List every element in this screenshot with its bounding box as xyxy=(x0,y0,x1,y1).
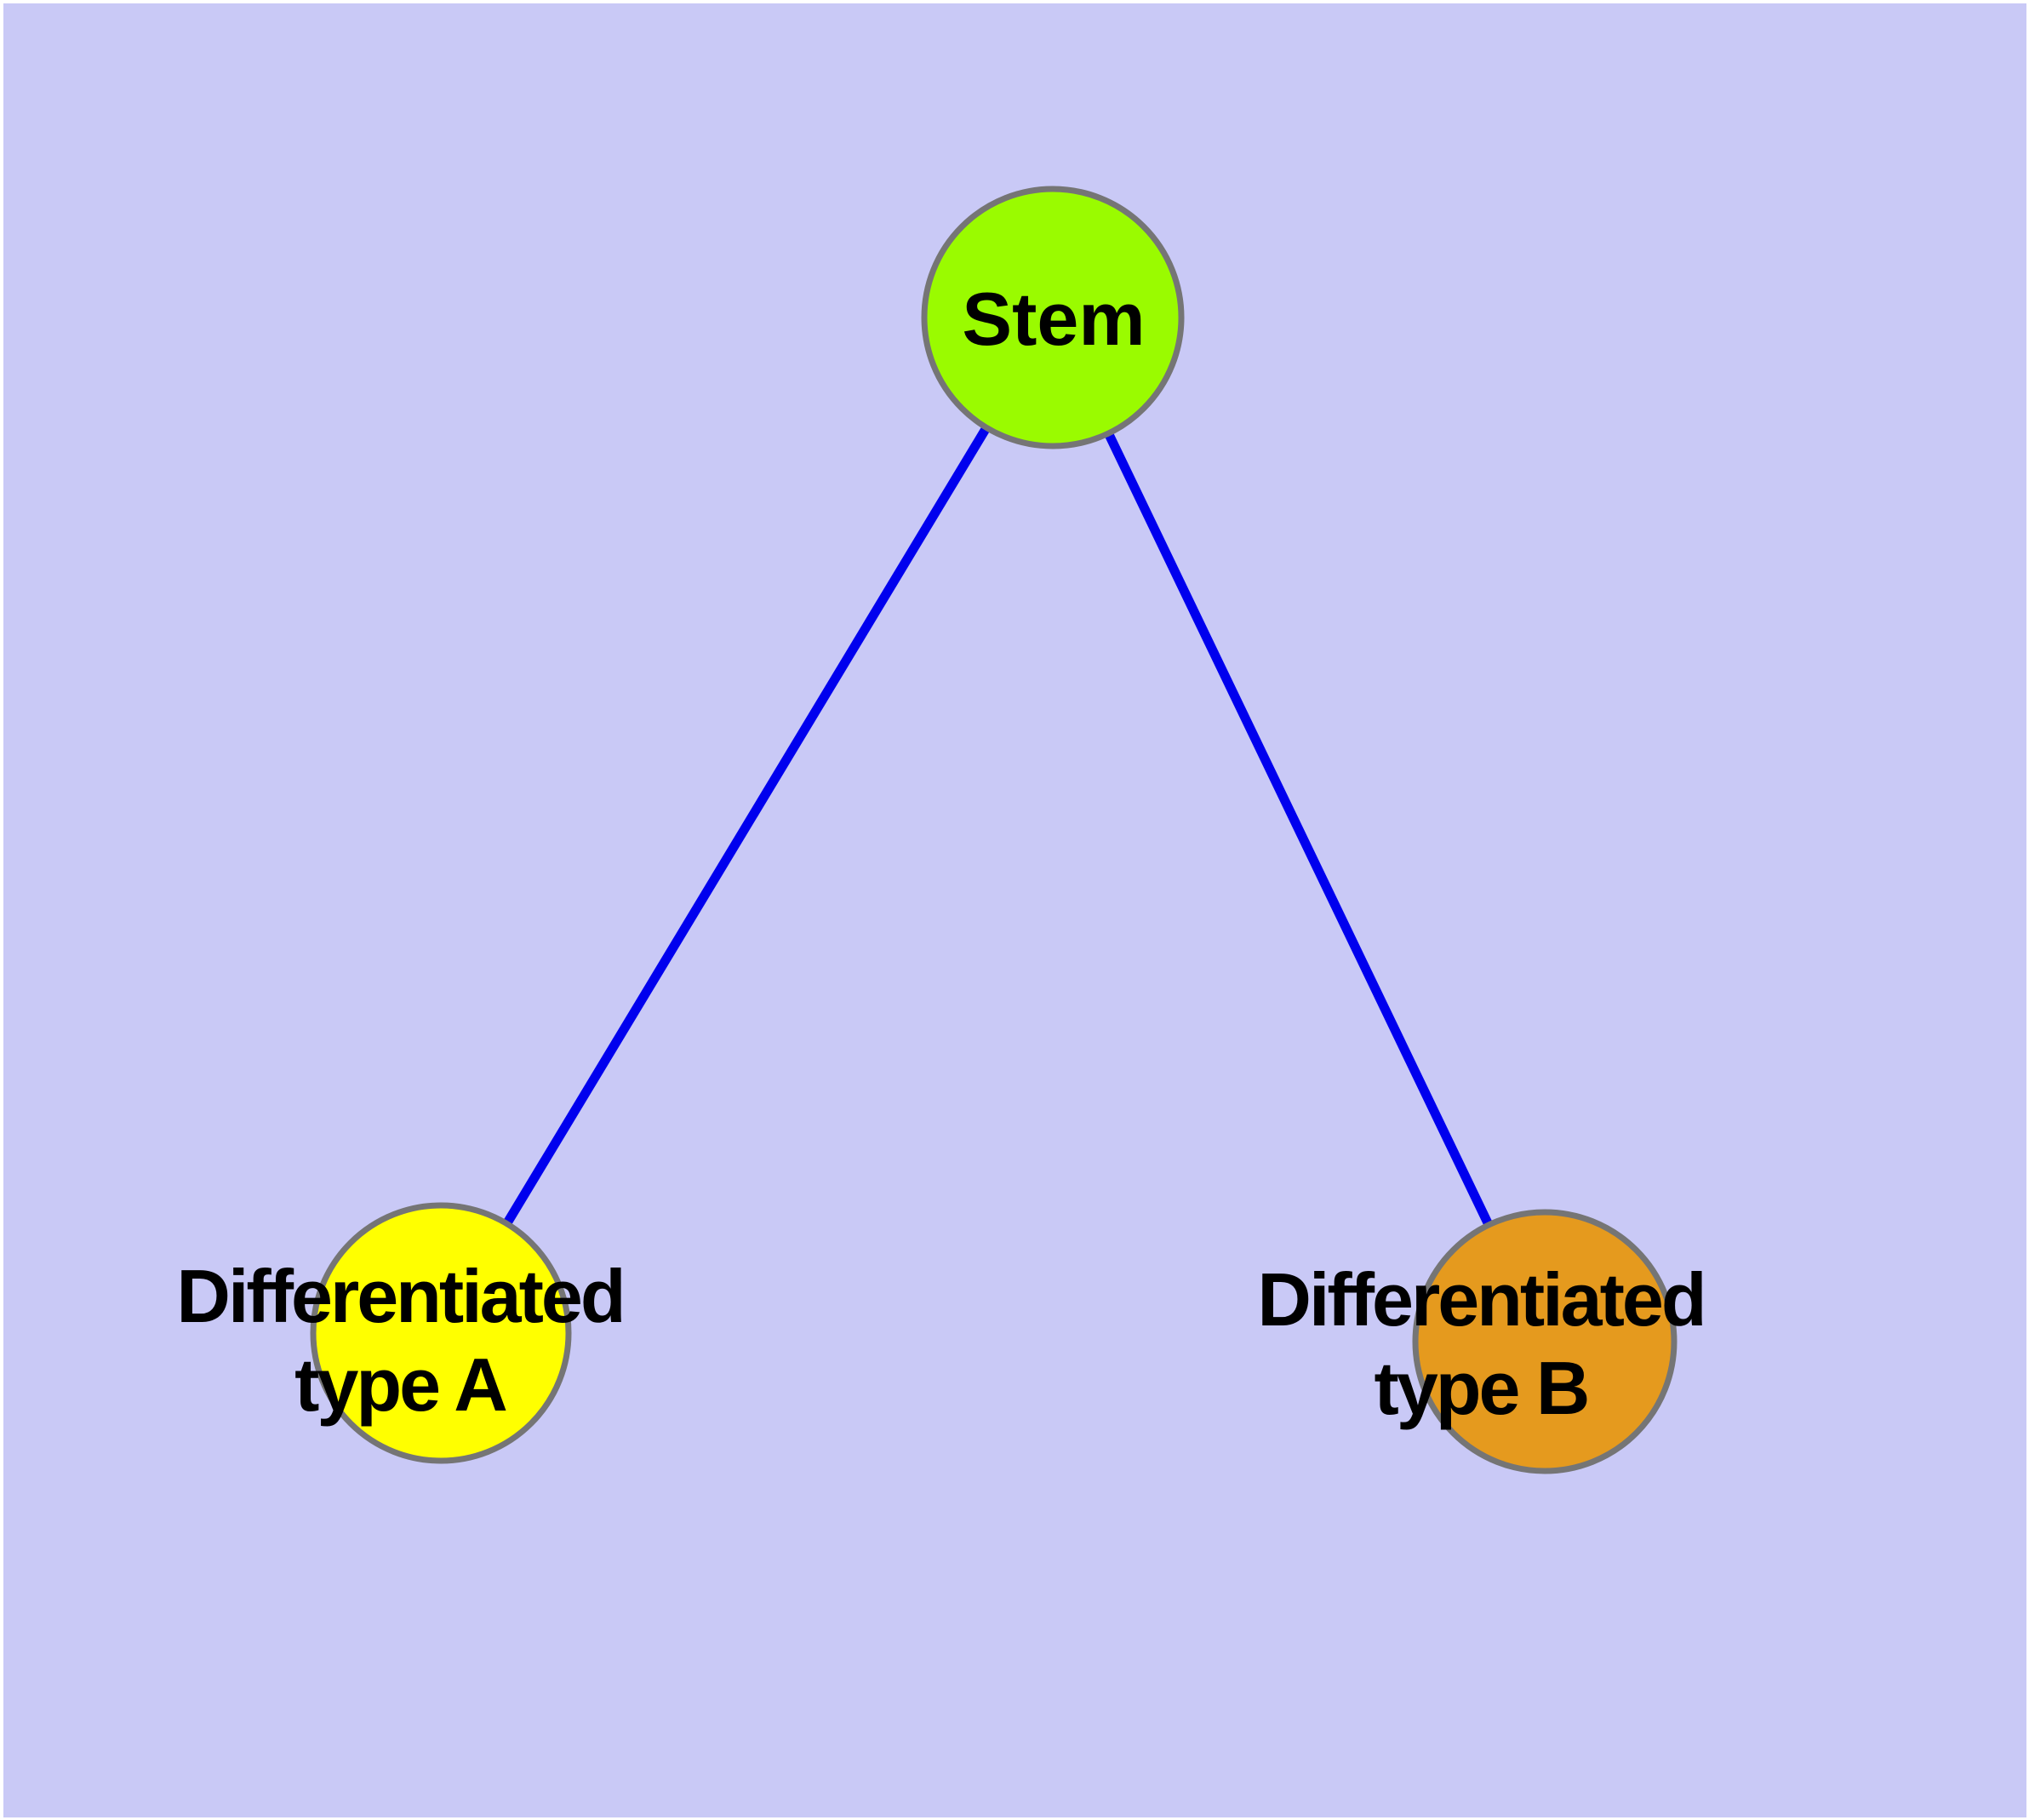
node-label-type-a-line1: Differentiated xyxy=(176,1254,623,1338)
node-label-type-a-line2: type A xyxy=(294,1342,506,1427)
node-label-type-b-line2: type B xyxy=(1375,1346,1588,1430)
node-stem xyxy=(921,186,1185,449)
edge-stem-to-type-a xyxy=(437,315,1057,1336)
node-label-type-b-line1: Differentiated xyxy=(1257,1257,1704,1342)
edge-group xyxy=(437,315,1549,1344)
edge-stem-to-type-b xyxy=(1049,315,1549,1344)
node-differentiated-type-b xyxy=(1412,1209,1677,1474)
node-label-stem: Stem xyxy=(962,277,1145,361)
node-group xyxy=(310,186,1677,1474)
node-differentiated-type-a xyxy=(310,1202,572,1464)
label-group: Stem Differentiated type A Differentiate… xyxy=(176,277,1706,1430)
